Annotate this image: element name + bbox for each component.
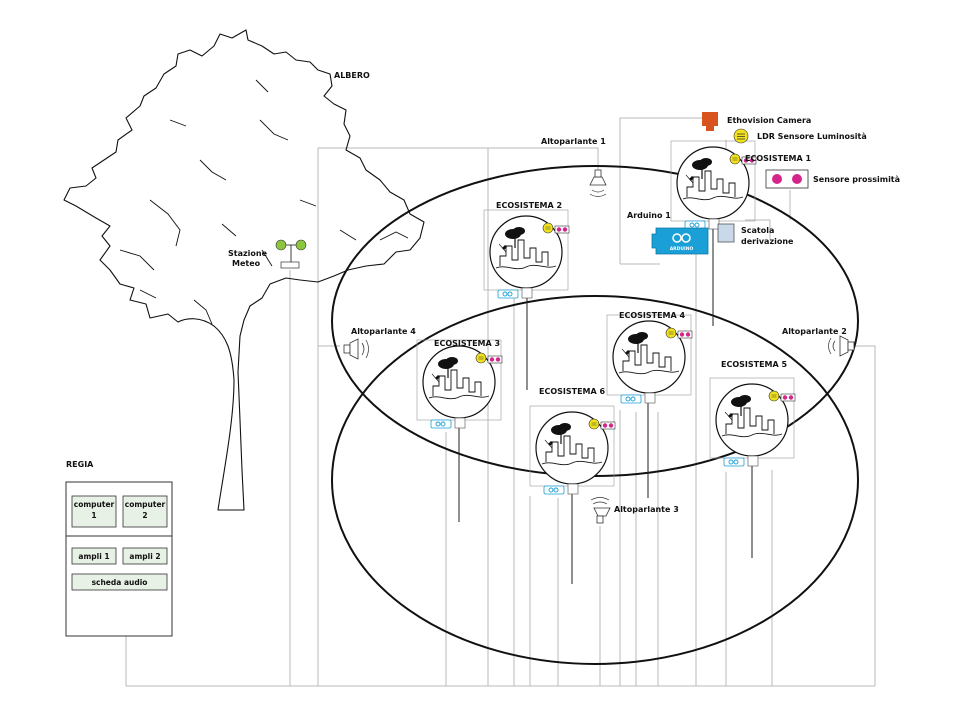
weather-station-label: Stazione <box>228 249 268 258</box>
legend-proximity-label: Sensore prossimità <box>813 175 900 184</box>
speaker-1-label: Altoparlante 1 <box>541 137 606 146</box>
sound-card-box <box>71 573 168 591</box>
junction-box-icon <box>717 223 735 243</box>
ecosystem-6: ECOSISTEMA 6 <box>529 387 616 495</box>
arduino-label: Arduino 1 <box>627 211 671 220</box>
speaker-4: Altoparlante 4 <box>343 327 416 360</box>
arduino-board: Arduino 1 ARDUINO <box>627 211 709 255</box>
speaker-icon <box>343 338 369 360</box>
anemometer-cup-icon <box>275 239 287 251</box>
ecosystem-5: ECOSISTEMA 5 <box>709 360 796 467</box>
svg-text:scheda audio: scheda audio <box>92 578 148 587</box>
control-room-title: REGIA <box>66 460 94 469</box>
speaker-2: Altoparlante 2 <box>782 327 855 357</box>
speaker-icon <box>589 169 607 197</box>
tree-label: ALBERO <box>334 71 370 80</box>
ampli-1-box <box>71 547 117 565</box>
speaker-4-label: Altoparlante 4 <box>351 327 416 336</box>
speaker-3-label: Altoparlante 3 <box>614 505 679 514</box>
speaker-1: Altoparlante 1 <box>541 137 607 197</box>
ecosystem-2-label: ECOSISTEMA 2 <box>496 201 562 210</box>
control-room: REGIA computer 1 computer 2 ampli 1 ampl… <box>65 460 173 637</box>
junction-box-label-2: derivazione <box>741 237 794 246</box>
junction-box-label: Scatola <box>741 226 774 235</box>
computer-1-box <box>71 495 117 528</box>
ldr-sensor-icon <box>733 128 749 144</box>
svg-text:1: 1 <box>91 511 96 520</box>
tree-illustration <box>63 29 425 511</box>
legend: Ethovision Camera LDR Sensore Luminosità… <box>702 112 900 189</box>
computer-2-box <box>122 495 168 528</box>
camera-icon <box>702 112 718 126</box>
ecosystem-3: ECOSISTEMA 3 <box>416 339 503 429</box>
ampli-2-box <box>122 547 168 565</box>
ecosystem-stems <box>458 222 753 584</box>
anemometer-cup-icon <box>295 239 307 251</box>
ecosystem-1-label: ECOSISTEMA 1 <box>745 154 811 163</box>
ecosystem-4-label: ECOSISTEMA 4 <box>619 311 685 320</box>
ecosystem-5-label: ECOSISTEMA 5 <box>721 360 787 369</box>
ecosystem-4: ECOSISTEMA 4 <box>606 311 693 404</box>
svg-text:computer: computer <box>125 500 166 509</box>
ecosystem-3-label: ECOSISTEMA 3 <box>434 339 500 348</box>
svg-text:ARDUINO: ARDUINO <box>670 246 694 252</box>
weather-station-label-2: Meteo <box>232 259 261 268</box>
svg-text:computer: computer <box>74 500 115 509</box>
speaker-icon <box>590 497 611 524</box>
ellipse-lower <box>331 295 859 665</box>
svg-text:2: 2 <box>142 511 147 520</box>
ecosystem-1: ECOSISTEMA 1 <box>670 140 811 230</box>
speaker-icon <box>828 335 855 357</box>
ecosystem-2: ECOSISTEMA 2 <box>483 201 570 299</box>
ecosystem-6-label: ECOSISTEMA 6 <box>539 387 605 396</box>
svg-text:ampli 2: ampli 2 <box>129 552 160 561</box>
weather-station: Stazione Meteo <box>228 239 307 269</box>
speaker-3: Altoparlante 3 <box>590 497 679 524</box>
legend-camera-label: Ethovision Camera <box>727 116 811 125</box>
junction-box: Scatola derivazione <box>717 223 794 246</box>
legend-ldr-label: LDR Sensore Luminosità <box>757 132 867 141</box>
speaker-2-label: Altoparlante 2 <box>782 327 847 336</box>
svg-text:ampli 1: ampli 1 <box>78 552 109 561</box>
